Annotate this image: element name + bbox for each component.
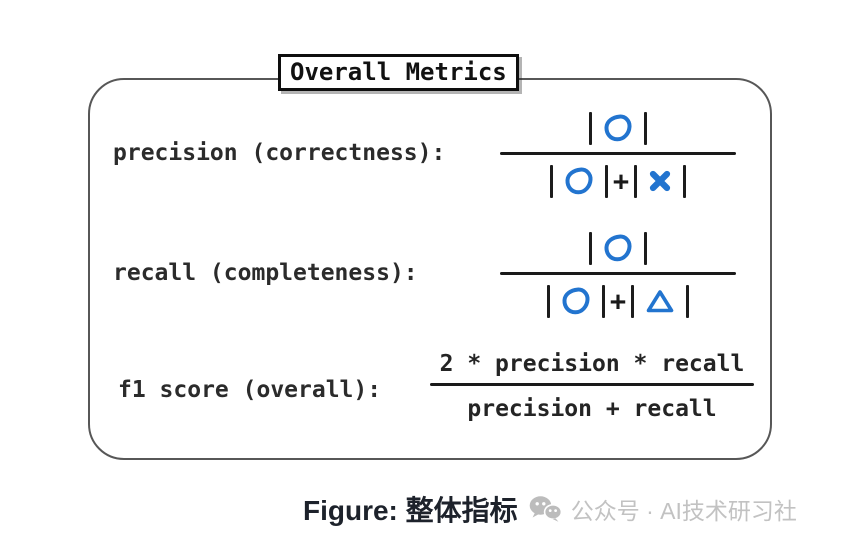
pipe-glyph: [589, 231, 592, 265]
f1-denominator: precision + recall: [467, 396, 717, 422]
caption-prefix: Figure:: [303, 495, 398, 526]
pipe-glyph: [683, 164, 687, 198]
precision-numerator: [500, 106, 736, 150]
pipe-glyph: [589, 111, 592, 145]
plus-glyph: +: [609, 285, 627, 317]
pipe-glyph: [604, 164, 608, 198]
pipe-glyph: [644, 231, 647, 265]
precision-label: precision (correctness):: [113, 140, 446, 166]
pipe-glyph: [546, 284, 550, 318]
f1-label: f1 score (overall):: [118, 377, 382, 403]
watermark-text: 公众号 · AI技术研习社: [570, 498, 797, 524]
circle-icon: [561, 286, 591, 316]
pipe-glyph: [601, 284, 605, 318]
circle-icon: [603, 233, 633, 263]
panel-title: Overall Metrics: [290, 58, 507, 86]
triangle-icon: [645, 288, 675, 314]
fraction-bar: [500, 272, 736, 275]
circle-icon: [603, 113, 633, 143]
precision-fraction: +: [500, 106, 736, 204]
pipe-glyph: [631, 284, 635, 318]
pipe-glyph: [634, 164, 638, 198]
recall-label: recall (completeness):: [113, 260, 418, 286]
watermark: 公众号 · AI技术研习社: [528, 492, 797, 526]
circle-icon: [564, 166, 594, 196]
figure-caption: Figure: 整体指标: [303, 489, 518, 529]
recall-numerator: [500, 226, 736, 270]
f1-numerator: 2 * precision * recall: [439, 351, 745, 377]
caption-text: 整体指标: [405, 495, 518, 526]
recall-fraction: +: [500, 226, 736, 324]
caption-row: Figure: 整体指标: [303, 489, 797, 529]
panel-title-box: Overall Metrics: [278, 54, 519, 91]
plus-glyph: +: [612, 165, 630, 197]
precision-denominator: +: [500, 158, 736, 204]
pipe-glyph: [644, 111, 647, 145]
fraction-bar: [430, 383, 754, 386]
x-icon: [648, 169, 672, 193]
f1-fraction: 2 * precision * recall precision + recal…: [430, 347, 754, 429]
fraction-bar: [500, 152, 736, 155]
wechat-icon: [528, 495, 564, 523]
pipe-glyph: [686, 284, 690, 318]
recall-denominator: +: [500, 278, 736, 324]
pipe-glyph: [549, 164, 553, 198]
